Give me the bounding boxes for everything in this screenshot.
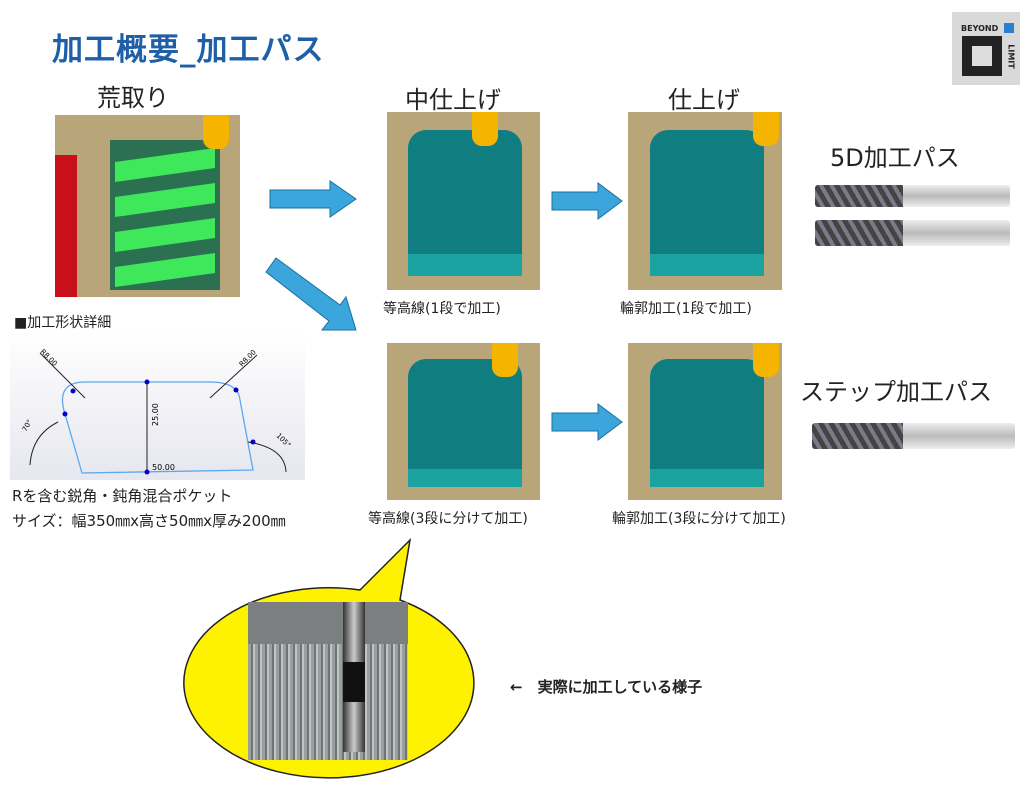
finish-caption-2: 輪郭加工(3段に分けて加工) (612, 511, 786, 527)
rough-label: 荒取り (97, 84, 169, 112)
dim-r-left: R8.00 (39, 348, 59, 368)
arrow-diagonal-icon (265, 257, 357, 331)
page-title: 加工概要_加工パス (52, 32, 325, 68)
semi-finish-3-cad-image (387, 343, 540, 500)
dim-angle-left: 70° (21, 418, 34, 433)
pocket-drawing: 25.00 50.00 R8.00 R8.00 70° 105° (10, 330, 305, 495)
dim-width: 50.00 (152, 463, 175, 472)
photo-note: ← 実際に加工している様子 (510, 678, 703, 696)
dim-height: 25.00 (151, 403, 160, 426)
semi-finish-caption-2: 等高線(3段に分けて加工) (368, 511, 528, 527)
rough-cad-image (55, 115, 240, 297)
5d-endmill-image-2 (815, 220, 1010, 246)
step-path-label: ステップ加工パス (800, 378, 992, 406)
dim-r-right: R8.00 (238, 348, 258, 368)
semi-finish-caption-1: 等高線(1段で加工) (383, 301, 501, 317)
5d-endmill-image-1 (815, 185, 1010, 207)
finish-3-cad-image (628, 343, 782, 500)
arrow-right-icon (269, 180, 357, 218)
finish-label: 仕上げ (668, 86, 740, 114)
machining-photo (248, 602, 408, 760)
finish-caption-1: 輪郭加工(1段で加工) (620, 301, 752, 317)
shape-description: Rを含む鋭角・鈍角混合ポケット (12, 487, 233, 505)
semi-finish-1-cad-image (387, 112, 540, 290)
shape-size: サイズ：幅350㎜x高さ50㎜x厚み200㎜ (12, 512, 286, 530)
finish-1-cad-image (628, 112, 782, 290)
step-endmill-image (812, 423, 1015, 449)
arrow-right-icon (551, 182, 623, 220)
semi-finish-label: 中仕上げ (405, 86, 501, 114)
arrow-right-icon (551, 403, 623, 441)
5d-path-label: 5D加工パス (830, 144, 960, 172)
beyond-limit-logo: BEYOND LIMIT (952, 12, 1020, 85)
shape-detail-heading: ■加工形状詳細 (14, 315, 112, 331)
dim-angle-right: 105° (275, 432, 293, 450)
